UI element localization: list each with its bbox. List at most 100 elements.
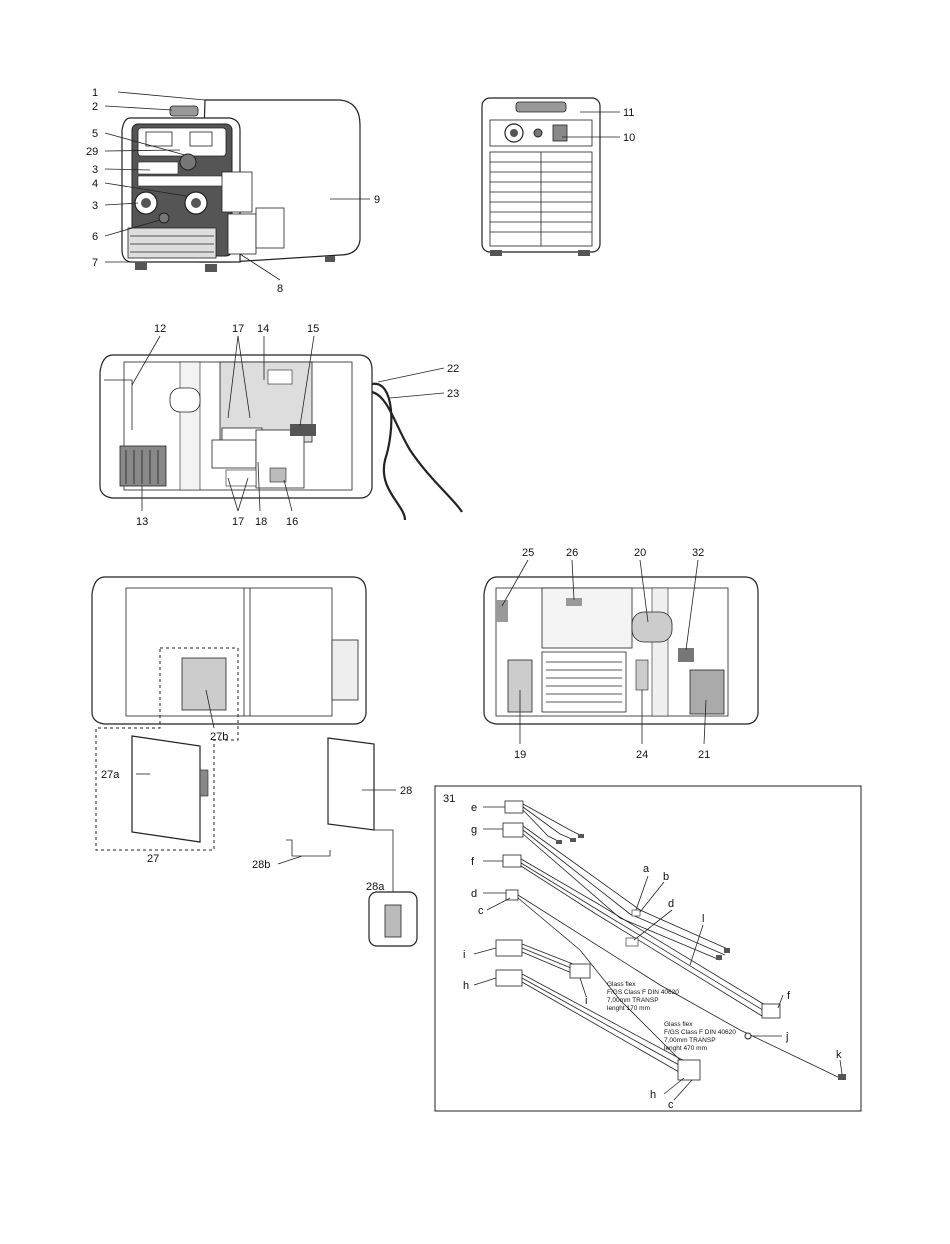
label-21: 21 bbox=[698, 749, 710, 761]
connector-i-2 bbox=[570, 964, 590, 978]
label-2: 2 bbox=[92, 101, 98, 113]
rear-foot-left bbox=[490, 250, 502, 256]
socket-core-right bbox=[191, 198, 201, 208]
panel-28 bbox=[328, 738, 374, 830]
harness-label-b: b bbox=[663, 871, 669, 883]
connector-d bbox=[506, 890, 518, 900]
fan-13 bbox=[120, 446, 166, 486]
foot-rear bbox=[325, 256, 335, 262]
button-row bbox=[138, 162, 178, 174]
label-32: 32 bbox=[692, 547, 704, 559]
label-12: 12 bbox=[154, 323, 166, 335]
label-15: 15 bbox=[307, 323, 319, 335]
label-3a: 3 bbox=[92, 164, 98, 176]
label-27b: 27b bbox=[210, 731, 228, 743]
chassis-inner-2 bbox=[126, 588, 332, 716]
side-right-machine bbox=[484, 577, 758, 724]
label-26: 26 bbox=[566, 547, 578, 559]
label-29: 29 bbox=[86, 146, 98, 158]
contactor-17b bbox=[226, 470, 256, 486]
pcb-chip bbox=[268, 370, 292, 384]
front-view-machine bbox=[122, 100, 360, 272]
connector-i bbox=[496, 940, 522, 956]
label-7: 7 bbox=[92, 257, 98, 269]
label-24: 24 bbox=[636, 749, 648, 761]
harness-label-k: k bbox=[836, 1049, 842, 1061]
rear-foot-right bbox=[578, 250, 590, 256]
harness-label-c2: c bbox=[668, 1099, 674, 1111]
harness-label-d: d bbox=[471, 888, 477, 900]
center-bracket-2 bbox=[652, 588, 668, 716]
label-28b: 28b bbox=[252, 859, 270, 871]
terminal-k bbox=[838, 1074, 846, 1080]
harness-label-h: h bbox=[463, 980, 469, 992]
side-vent-bottom-1 bbox=[228, 214, 256, 254]
foot-left bbox=[135, 262, 147, 270]
cutout-20 bbox=[632, 612, 672, 642]
side-vent-top bbox=[222, 172, 252, 212]
terminal-a bbox=[632, 910, 640, 916]
label-6: 6 bbox=[92, 231, 98, 243]
label-5: 5 bbox=[92, 128, 98, 140]
label-10: 10 bbox=[623, 132, 635, 144]
connector-f-bottom bbox=[762, 1004, 780, 1018]
label-19: 19 bbox=[514, 749, 526, 761]
front-grille bbox=[128, 228, 216, 258]
label-14: 14 bbox=[257, 323, 269, 335]
label-28a: 28a bbox=[366, 881, 385, 893]
center-bracket bbox=[180, 362, 200, 490]
label-11: 11 bbox=[623, 107, 634, 119]
rear-socket-core bbox=[510, 129, 518, 137]
rear-connector-block bbox=[332, 640, 358, 700]
label-25: 25 bbox=[522, 547, 534, 559]
label-17b: 17 bbox=[232, 516, 244, 528]
tube-note-2-line-2: F/GS Class F DIN 40620 bbox=[664, 1029, 736, 1036]
label-18: 18 bbox=[255, 516, 267, 528]
board-27a-connector bbox=[200, 770, 208, 796]
label-20: 20 bbox=[634, 547, 646, 559]
component-25 bbox=[496, 600, 508, 622]
label-4: 4 bbox=[92, 178, 98, 190]
label-23: 23 bbox=[447, 388, 459, 400]
harness-label-j: j bbox=[785, 1031, 788, 1043]
label-1: 1 bbox=[92, 87, 98, 99]
gas-connector bbox=[159, 213, 169, 223]
foot-right bbox=[205, 264, 217, 272]
connector-h bbox=[496, 970, 522, 986]
tube-note-2-line-3: 7,00mm TRANSP bbox=[664, 1037, 716, 1044]
board-27a bbox=[132, 736, 200, 842]
label-22: 22 bbox=[447, 363, 459, 375]
harness-label-a: a bbox=[643, 863, 650, 875]
control-knob bbox=[180, 154, 196, 170]
connector-h-2 bbox=[678, 1060, 700, 1080]
module-terminal bbox=[270, 468, 286, 482]
label-13: 13 bbox=[136, 516, 148, 528]
tube-note-2-line-4: lenght 470 mm bbox=[664, 1045, 707, 1052]
label-31: 31 bbox=[443, 793, 455, 805]
right-display bbox=[190, 132, 212, 146]
left-display bbox=[146, 132, 172, 146]
label-16: 16 bbox=[286, 516, 298, 528]
harness-label-d2: d bbox=[668, 898, 674, 910]
harness-label-e: e bbox=[471, 802, 477, 814]
label-9: 9 bbox=[374, 194, 380, 206]
upper-board bbox=[542, 588, 632, 648]
bracket-cutout bbox=[170, 388, 200, 412]
harness-label-g: g bbox=[471, 824, 477, 836]
bracket-28b bbox=[286, 840, 330, 856]
component-24 bbox=[636, 660, 648, 690]
label-17a: 17 bbox=[232, 323, 244, 335]
harness-label-l: l bbox=[702, 913, 704, 925]
rear-small-connector bbox=[534, 129, 542, 137]
label-27a: 27a bbox=[101, 769, 120, 781]
fan-21 bbox=[690, 670, 724, 714]
connector-15 bbox=[290, 424, 316, 436]
button-row-2 bbox=[138, 176, 226, 186]
tube-note-1-line-1: Glass flex bbox=[607, 981, 636, 988]
harness-label-c: c bbox=[478, 905, 484, 917]
rear-grille bbox=[490, 152, 592, 246]
label-3b: 3 bbox=[92, 200, 98, 212]
terminal-j bbox=[745, 1033, 751, 1039]
harness-label-i2: i bbox=[585, 995, 587, 1007]
tube-note-1-line-4: lenght 170 mm bbox=[607, 1005, 650, 1012]
